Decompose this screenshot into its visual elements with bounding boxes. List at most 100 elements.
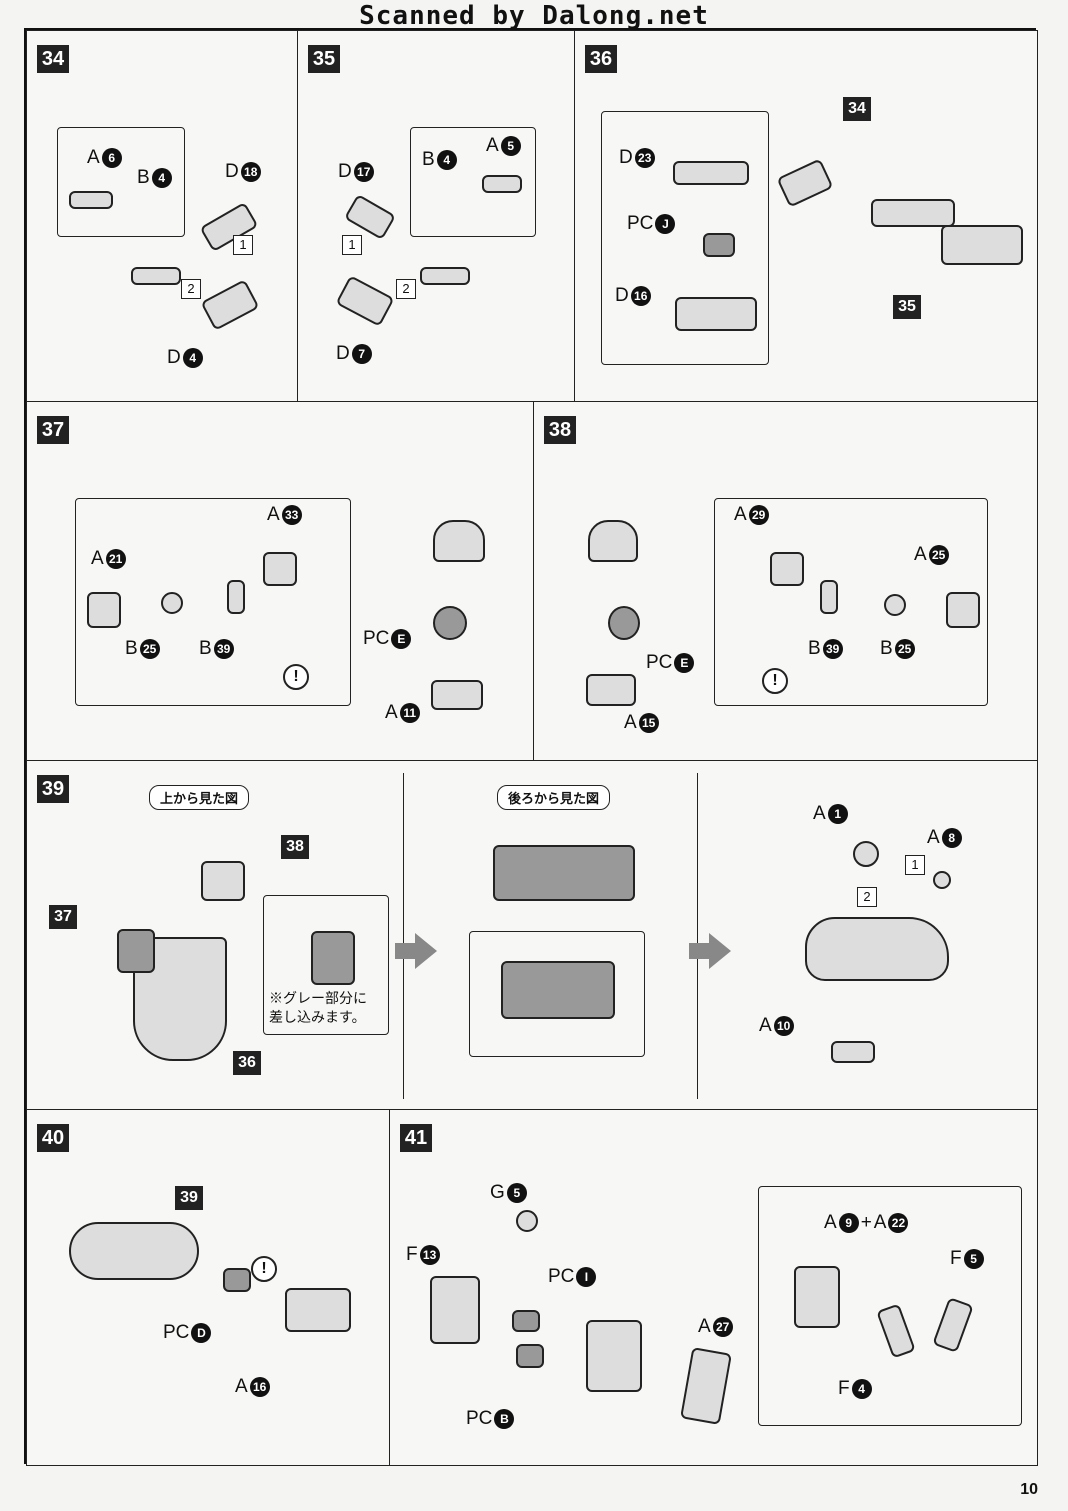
caution-icon: ! <box>762 668 788 694</box>
part-leg-assembly <box>586 1320 642 1392</box>
step-38-number: 38 <box>544 416 576 444</box>
step-marker-1: 1 <box>233 235 253 255</box>
part-b39 <box>227 580 245 614</box>
part-pci <box>512 1310 540 1332</box>
plus-sign: + <box>860 1212 872 1233</box>
view-separator-2 <box>697 773 698 1099</box>
part-a29 <box>770 552 804 586</box>
note-line-2: 差し込みます。 <box>269 1009 366 1025</box>
step-37-number: 37 <box>37 416 69 444</box>
step-37-inset <box>75 498 351 706</box>
part-37-assembly <box>117 929 155 973</box>
step-marker-2: 2 <box>396 279 416 299</box>
part-b25 <box>161 592 183 614</box>
gray-insert-note: ※グレー部分に 差し込みます。 <box>269 989 367 1027</box>
part-a21 <box>87 592 121 628</box>
part-rear-view-detail <box>501 961 615 1019</box>
part-pcb <box>516 1344 544 1368</box>
step-39-number: 39 <box>37 775 69 803</box>
part-a16 <box>285 1288 351 1332</box>
part-rear-view <box>493 845 635 901</box>
step-marker-2: 2 <box>857 887 877 907</box>
step-marker-1: 1 <box>905 855 925 875</box>
part-pce <box>608 606 640 640</box>
step-41-inset <box>758 1186 1022 1426</box>
part-head-upper <box>588 520 638 562</box>
part-a9 <box>794 1266 840 1328</box>
step-35-inset <box>410 127 536 237</box>
part-f13 <box>430 1276 480 1344</box>
part-a8 <box>933 871 951 889</box>
part-d16 <box>675 297 757 331</box>
view-separator-1 <box>403 773 404 1099</box>
step-34-inset <box>57 127 185 237</box>
part-a25 <box>946 592 980 628</box>
part-d7 <box>335 275 395 327</box>
step-34-number: 34 <box>37 45 69 73</box>
part-a5 <box>482 175 522 193</box>
part-39-assembly <box>69 1222 199 1280</box>
step-39-panel: 39 上から見た図 38 37 36 ※グレー部分に 差し込みます。 後ろから見… <box>26 760 1038 1110</box>
part-a1 <box>853 841 879 867</box>
part-a5-main <box>420 267 470 285</box>
step-36-inset <box>601 111 769 365</box>
part-pcd <box>223 1268 251 1292</box>
next-arrow-2 <box>689 933 731 969</box>
view-from-top-header: 上から見た図 <box>149 785 250 810</box>
step-39-detail-inset <box>263 895 389 1035</box>
part-pcj <box>703 233 735 257</box>
step-38-inset <box>714 498 988 706</box>
part-a33 <box>263 552 297 586</box>
ref-step-34: 34 <box>843 97 871 121</box>
step-41-number: 41 <box>400 1124 432 1152</box>
part-a15 <box>586 674 636 706</box>
step-marker-1: 1 <box>342 235 362 255</box>
next-arrow-1 <box>395 933 437 969</box>
step-36-number: 36 <box>585 45 617 73</box>
part-b25 <box>884 594 906 616</box>
step-35-number: 35 <box>308 45 340 73</box>
part-d4 <box>200 279 260 331</box>
page-number: 10 <box>1020 1481 1038 1498</box>
part-d23 <box>673 161 749 185</box>
part-a27 <box>680 1347 732 1425</box>
note-line-1: ※グレー部分に <box>269 990 367 1006</box>
part-a6 <box>69 191 113 209</box>
part-d17 <box>343 193 397 241</box>
part-a10 <box>831 1041 875 1063</box>
step-marker-2: 2 <box>181 279 201 299</box>
